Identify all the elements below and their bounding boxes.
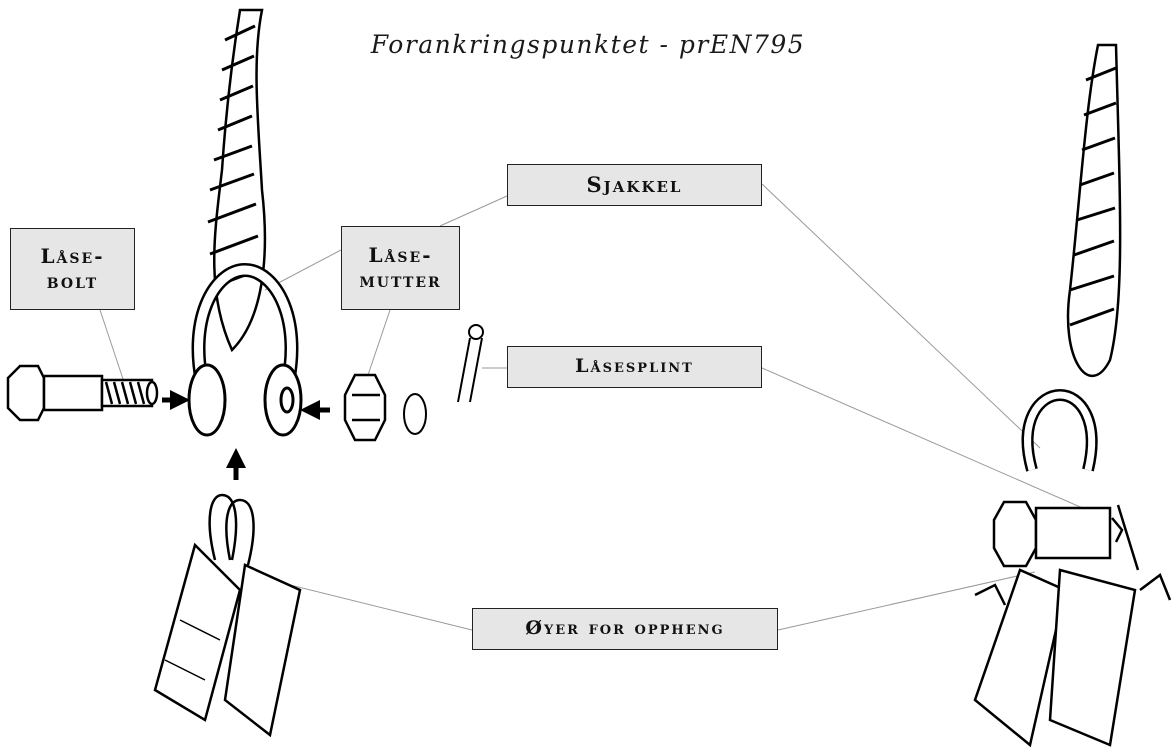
label-laasemutter-line2: mutter xyxy=(359,268,442,292)
cotter-pin-icon xyxy=(457,324,484,403)
rope-icon xyxy=(207,8,267,353)
shackle-icon xyxy=(187,262,303,437)
label-sjakkel: Sjakkel xyxy=(507,164,762,206)
washer-icon xyxy=(403,393,427,435)
page-title: Forankringspunktet - prEN795 xyxy=(370,30,806,59)
label-laasebolt: Låse- bolt xyxy=(10,228,135,310)
label-laasesplint: Låsesplint xyxy=(507,346,762,388)
arrow-icon xyxy=(162,390,330,480)
label-laasemutter-line1: Låse- xyxy=(368,243,433,267)
leader-lines xyxy=(99,183,1111,631)
label-oyer-text: Øyer for oppheng xyxy=(525,617,725,640)
bolt-icon xyxy=(6,364,159,422)
label-oyer-for-oppheng: Øyer for oppheng xyxy=(472,608,778,650)
label-laasemutter: Låse- mutter xyxy=(341,226,460,310)
label-laasebolt-line1: Låse- xyxy=(40,244,105,268)
assembled-anchor-icon xyxy=(973,43,1172,748)
label-laasesplint-text: Låsesplint xyxy=(575,355,694,378)
nut-icon xyxy=(343,373,387,442)
label-sjakkel-text: Sjakkel xyxy=(586,171,683,197)
label-laasebolt-line2: bolt xyxy=(46,269,99,293)
sling-eyes-icon xyxy=(153,493,302,738)
